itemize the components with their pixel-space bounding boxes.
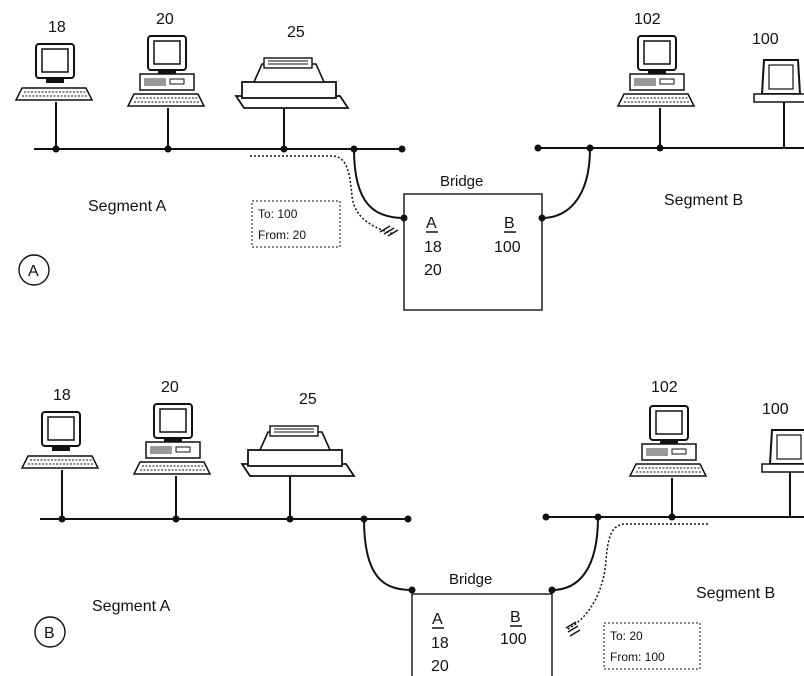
computer-icon	[134, 404, 210, 474]
frame-path	[566, 524, 708, 630]
device-label-25: 25	[287, 24, 305, 41]
bridge-port-b-link	[542, 148, 590, 218]
device-label-100: 100	[762, 401, 789, 418]
table-b-entry: 100	[500, 631, 527, 648]
computer-icon	[630, 406, 706, 476]
bridge-port-b-link	[552, 517, 598, 590]
printer-icon	[236, 58, 348, 108]
segment-b-label: Segment B	[664, 192, 743, 209]
panel-label: A	[28, 263, 39, 280]
table-header-b: B	[504, 215, 515, 232]
device-label-100: 100	[752, 31, 779, 48]
table-a-entry: 20	[424, 262, 442, 279]
bridge-label: Bridge	[449, 571, 492, 588]
device-label-102: 102	[651, 379, 678, 396]
device-label-18: 18	[53, 387, 71, 404]
table-a-entry: 18	[431, 635, 449, 652]
computer-icon	[22, 412, 98, 468]
laptop-icon	[762, 430, 804, 472]
table-header-a: A	[426, 215, 437, 232]
laptop-icon	[754, 60, 804, 102]
panel-a: 18 20 25 102 100 Bridge A	[16, 11, 804, 310]
panel-label: B	[44, 625, 55, 642]
device-label-102: 102	[634, 11, 661, 28]
device-label-18: 18	[48, 19, 66, 36]
frame-from: From: 20	[258, 228, 306, 242]
frame-to: To: 20	[610, 629, 643, 643]
device-label-20: 20	[161, 379, 179, 396]
table-a-entry: 20	[431, 658, 449, 675]
bridge-port-a-link	[354, 149, 404, 218]
table-header-b: B	[510, 609, 521, 626]
table-a-entry: 18	[424, 239, 442, 256]
frame-from: From: 100	[610, 650, 665, 664]
arrow-icon	[380, 226, 398, 236]
device-label-20: 20	[156, 11, 174, 28]
panel-b: 18 20 25 102 100 Bridge A B	[22, 379, 804, 676]
segment-b-label: Segment B	[696, 585, 775, 602]
table-header-a: A	[432, 611, 443, 628]
bridge-label: Bridge	[440, 173, 483, 190]
table-b-entry: 100	[494, 239, 521, 256]
device-label-25: 25	[299, 391, 317, 408]
segment-a-label: Segment A	[92, 598, 171, 615]
printer-icon	[242, 426, 354, 476]
computer-icon	[16, 44, 92, 100]
segment-a-label: Segment A	[88, 198, 167, 215]
bridge-port-a-link	[364, 519, 412, 590]
computer-icon	[128, 36, 204, 106]
frame-to: To: 100	[258, 207, 298, 221]
computer-icon	[618, 36, 694, 106]
